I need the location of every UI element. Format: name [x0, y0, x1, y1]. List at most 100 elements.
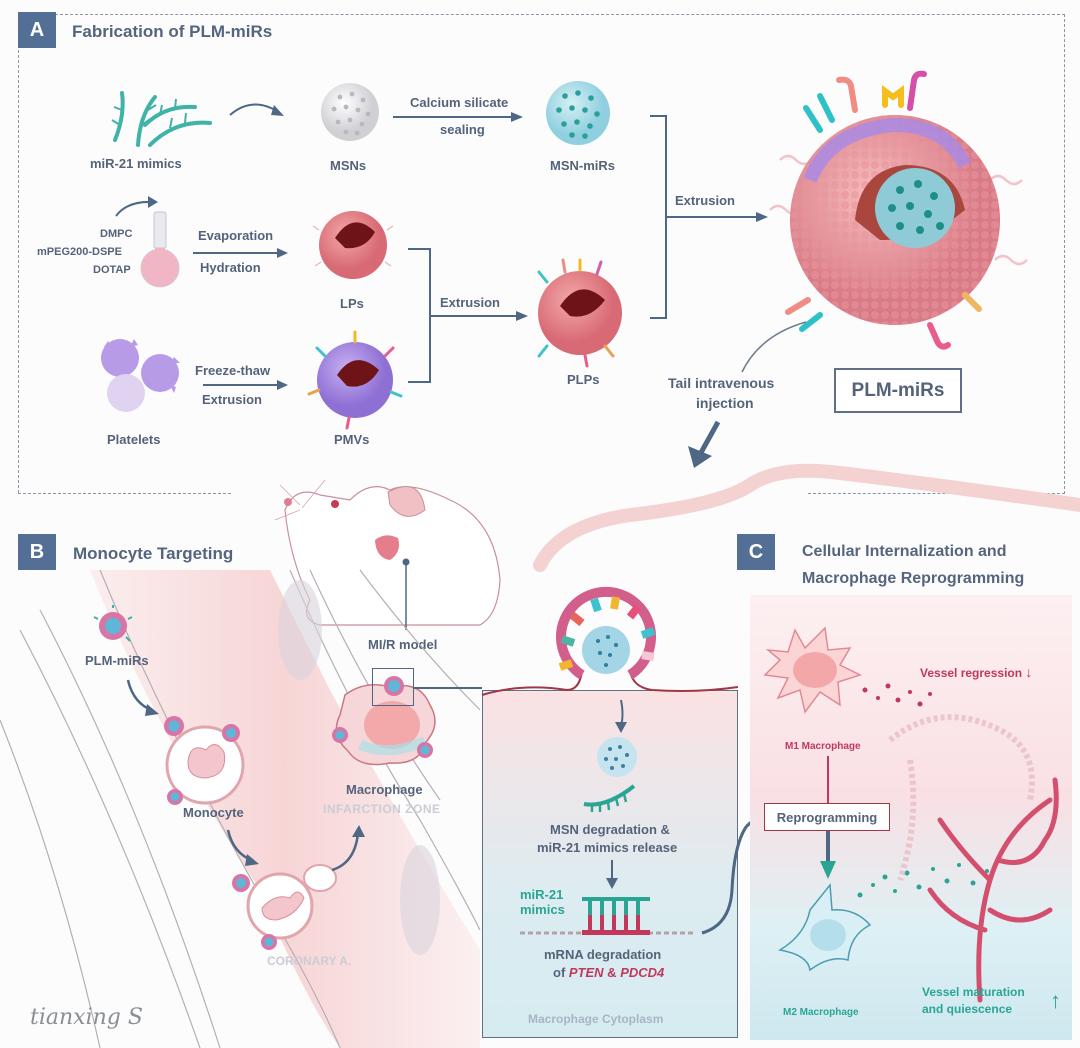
gene-pten: PTEN: [568, 965, 604, 980]
pmv-icon: [307, 330, 403, 430]
coronary-label: CORONARY A.: [267, 954, 352, 968]
lipid-label-2: mPEG200-DSPE: [37, 246, 122, 258]
injection-label-2: injection: [696, 395, 754, 411]
lipid-label-3: DOTAP: [93, 264, 131, 276]
zoom-inset-box: [372, 668, 414, 706]
macrophage-icon: [332, 684, 436, 766]
gene-pdcd4: PDCD4: [620, 965, 665, 980]
msn-mirs-label: MSN-miRs: [550, 158, 616, 173]
curved-arrow-small-icon: [115, 196, 158, 217]
m1-to-reprogramming-line: [827, 756, 829, 806]
arrow-curved-down-icon: [226, 829, 259, 866]
extravasating-monocyte-icon: [246, 864, 337, 940]
arrow-down-teal-icon: [820, 831, 836, 879]
plm-mir-particle-icon: [384, 676, 404, 696]
degrading-msn-icon: [597, 737, 637, 777]
panel-a-badge: A: [18, 12, 56, 48]
lps-label: LPs: [340, 296, 364, 311]
blood-vessels-illustration: [888, 714, 1059, 1003]
inset-connector-line: [414, 687, 482, 689]
vessel-maturation-label-2: and quiescence: [922, 1002, 1013, 1016]
mrna-label-2: of PTEN & PDCD4: [553, 965, 664, 980]
macrophage-label: Macrophage: [346, 782, 423, 797]
gene-amp: &: [603, 965, 621, 980]
arrow-down-icon: [615, 699, 627, 733]
panel-b-title: Monocyte Targeting: [73, 544, 234, 563]
calcium-label-2: sealing: [440, 122, 485, 137]
evaporation-label: Evaporation: [198, 228, 274, 243]
bracket-merge-icon: [408, 248, 528, 383]
mimic-label-1: miR-21: [520, 887, 564, 902]
plm-mir-particle-icon: [164, 716, 184, 736]
m2-macrophage-icon: [777, 883, 872, 972]
plm-mir-nanoparticle-icon: [769, 70, 1028, 350]
plm-mir-particle-icon: [232, 874, 250, 892]
release-label-1: MSN degradation &: [550, 822, 670, 837]
mir-mrna-duplex-icon: [520, 897, 696, 935]
arrow-right-icon: [393, 112, 523, 122]
mir-model-label: MI/R model: [368, 637, 438, 652]
cytoplasm-footer-label: Macrophage Cytoplasm: [528, 1012, 664, 1026]
product-label: PLM-miRs: [851, 379, 945, 401]
extrusion-mid-label: Extrusion: [440, 295, 500, 310]
plp-icon: [537, 258, 622, 368]
plm-mir-particle-icon: [93, 605, 133, 642]
mir21-strands-icon: [111, 91, 212, 147]
platelets-label: Platelets: [107, 432, 161, 447]
panel-b-badge: B: [18, 534, 56, 570]
mouse-tail-illustration: [533, 463, 1080, 572]
mir21-strand-icon: [583, 784, 636, 812]
bracket-merge-icon: [650, 115, 768, 319]
panel-a-border-bottom-left: [18, 493, 231, 494]
artist-signature: tianxing S: [30, 1005, 143, 1030]
flask-icon: [140, 211, 180, 288]
plps-label: PLPs: [567, 372, 600, 387]
m1-macrophage-icon: [763, 626, 862, 714]
down-arrow-icon: ↓: [1025, 664, 1033, 680]
vessel-maturation-label-1: Vessel maturation: [922, 985, 1025, 999]
vessel-regression-text: Vessel regression: [920, 666, 1023, 680]
m2-cytokines-dots: [857, 863, 989, 898]
product-label-box: PLM-miRs: [834, 368, 962, 413]
release-label-2: miR-21 mimics release: [537, 840, 678, 855]
mrna-label-prefix: of: [553, 965, 569, 980]
reprogramming-label: Reprogramming: [776, 809, 878, 825]
infarction-zone-label: INFARCTION ZONE: [323, 802, 441, 816]
extrusion-low-label: Extrusion: [202, 392, 262, 407]
liposome-icon: [312, 211, 394, 279]
platelets-icon: [101, 339, 180, 412]
msn-mir-sphere-icon: [546, 81, 610, 145]
plm-mir-particle-icon: [167, 789, 183, 805]
m2-label: M2 Macrophage: [783, 1007, 859, 1018]
pmvs-label: PMVs: [334, 432, 370, 447]
coronary-artery-illustration: [0, 569, 481, 1048]
monocyte-label: Monocyte: [183, 805, 244, 820]
calcium-label-1: Calcium silicate: [410, 95, 509, 110]
reprogramming-box: Reprogramming: [764, 803, 890, 831]
vessel-regression-label: Vessel regression ↓: [920, 664, 1032, 680]
msns-label: MSNs: [330, 158, 367, 173]
mir21-label: miR-21 mimics: [90, 156, 182, 171]
up-arrow-icon: ↑: [1050, 988, 1061, 1013]
plm-mir-particle-icon: [261, 934, 277, 950]
mir-model-pointer-line: [402, 558, 410, 630]
arrow-down-icon: [606, 860, 618, 889]
extrusion-right-label: Extrusion: [675, 193, 735, 208]
arrow-down-left-icon: [688, 420, 721, 468]
panel-c-title-2: Macrophage Reprogramming: [802, 570, 1025, 587]
panel-a-border-bottom-right: [808, 493, 1065, 494]
arrow-right-icon: [203, 380, 288, 390]
m1-cytokines-dots: [862, 683, 932, 707]
lipid-label-1: DMPC: [100, 228, 133, 240]
mrna-label-1: mRNA degradation: [544, 947, 662, 962]
mimic-label-2: mimics: [520, 902, 565, 917]
plm-mir-particle-icon: [222, 724, 240, 742]
panel-a-border-top: [55, 14, 1065, 15]
panel-a-title: Fabrication of PLM-miRs: [72, 22, 273, 41]
hydration-label: Hydration: [200, 260, 261, 275]
panel-c-title-1: Cellular Internalization and: [802, 543, 1007, 560]
panel-a-border-right: [1064, 14, 1065, 494]
arrow-right-icon: [193, 248, 288, 258]
arrow-curved-down-icon: [126, 679, 159, 716]
cell-membrane-invagination: [481, 586, 739, 696]
